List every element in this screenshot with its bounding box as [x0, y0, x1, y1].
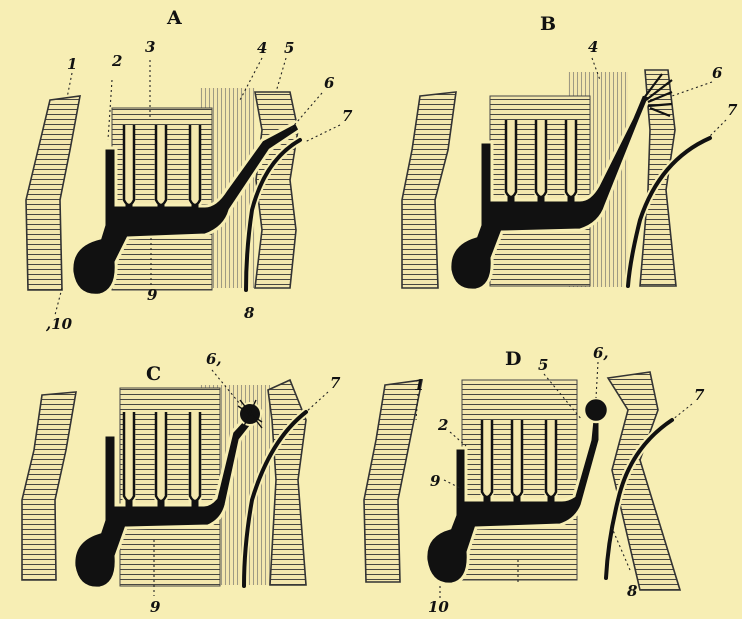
label-d-2: 2 — [437, 416, 448, 434]
band-1-c — [22, 392, 76, 580]
label-b-7: 7 — [727, 101, 738, 119]
label-d-5: 5 — [538, 356, 548, 374]
label-b-6: 6 — [712, 64, 723, 82]
label-c-6: 6, — [206, 350, 222, 368]
crypt-1-c — [124, 412, 134, 501]
panel-letter-d: D — [505, 348, 521, 370]
panel-a — [26, 58, 340, 315]
label-d-6: 6, — [593, 344, 609, 362]
label-a-6: 6 — [324, 74, 335, 92]
label-c-7: 7 — [330, 374, 341, 392]
crypt-1 — [124, 125, 134, 205]
label-a-9: 9 — [147, 286, 158, 304]
crypt-1-d — [482, 420, 492, 497]
crypt-3-d — [546, 420, 556, 497]
label-a-8: 8 — [244, 304, 255, 322]
label-b-4: 4 — [588, 38, 598, 56]
band-1-b — [402, 92, 456, 288]
crypt-2 — [156, 125, 166, 205]
label-a-7: 7 — [342, 107, 353, 125]
label-d-1: 1 — [414, 376, 424, 394]
label-d-8: 8 — [627, 582, 638, 600]
crypt-1-b — [506, 120, 516, 197]
label-d-7: 7 — [694, 386, 705, 404]
panel-letter-b: B — [540, 13, 556, 35]
crypt-3-c — [190, 412, 200, 501]
panel-c — [22, 370, 328, 596]
crypt-3 — [190, 125, 200, 205]
label-c-9: 9 — [150, 598, 161, 616]
bulb-6-d — [584, 398, 608, 422]
panel-letter-a: A — [166, 7, 182, 29]
panel-b — [402, 58, 726, 290]
label-a-10: ,10 — [45, 315, 73, 333]
panel-letter-c: C — [146, 363, 161, 385]
label-a-1: 1 — [67, 55, 77, 73]
panel-d — [364, 362, 692, 598]
crypt-2-b — [536, 120, 546, 197]
crypt-3-b — [566, 120, 576, 197]
label-a-2: 2 — [111, 52, 122, 70]
band-7-d — [608, 372, 680, 590]
label-a-5: 5 — [284, 39, 294, 57]
label-a-4: 4 — [257, 39, 267, 57]
label-a-3: 3 — [145, 38, 155, 56]
crypt-2-d — [512, 420, 522, 497]
band-1-d — [364, 380, 422, 582]
label-d-9: 9 — [430, 472, 441, 490]
band-7-c — [268, 380, 306, 585]
label-d-10: 10 — [428, 598, 449, 616]
crypt-2-c — [156, 412, 166, 501]
